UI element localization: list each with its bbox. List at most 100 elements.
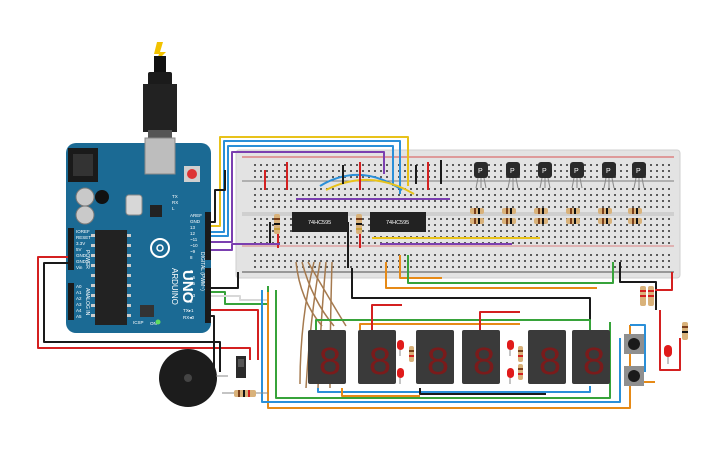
pin-label-top-1: GND — [190, 219, 201, 224]
resistor-icon[interactable] — [682, 322, 688, 340]
wire-black-top[interactable] — [211, 170, 226, 223]
push-button-icon[interactable] — [624, 366, 644, 386]
display-2[interactable]: 8 — [358, 330, 396, 387]
resistor-pair-2[interactable] — [502, 208, 516, 224]
pin-label-power-6: Vin — [76, 265, 83, 270]
display-4[interactable]: 8 — [462, 330, 500, 387]
wire-black-bottom[interactable] — [419, 388, 546, 395]
wire-red-switch[interactable] — [211, 309, 259, 360]
display-4-digit: 8 — [472, 342, 496, 387]
display-6-digit: 8 — [582, 342, 606, 387]
transistor-5[interactable]: P — [602, 162, 616, 189]
wire-yellow-arc[interactable] — [325, 179, 415, 195]
resistor-pair-5[interactable] — [598, 208, 612, 224]
transistors[interactable]: P P P P P P — [474, 162, 646, 189]
wire-purple-pin[interactable] — [211, 243, 280, 251]
seven-segment-displays[interactable]: 8 8 8 8 8 8 — [308, 330, 610, 387]
led-icon[interactable] — [664, 345, 672, 364]
resistor-icon[interactable] — [409, 346, 414, 362]
reset-button[interactable] — [187, 169, 197, 179]
icsp-label: ICSP — [133, 320, 144, 325]
transistor-1[interactable]: P — [474, 162, 488, 189]
resistor-pair-1[interactable] — [470, 208, 484, 224]
arduino-uno-board[interactable]: ARDUINO UNO DIGITAL (PWM~) ANALOG IN POW… — [66, 137, 211, 333]
wire-green-1[interactable] — [407, 255, 614, 284]
led-icon[interactable] — [507, 368, 514, 384]
digital-label: DIGITAL (PWM~) — [199, 252, 205, 291]
usb-cable-icon[interactable] — [143, 42, 177, 160]
wires[interactable] — [37, 136, 681, 409]
wire-black-4[interactable] — [619, 262, 657, 310]
wire-red-btn[interactable] — [659, 310, 681, 371]
resistor-icon[interactable] — [640, 286, 654, 306]
transistor-1-label: P — [478, 168, 483, 175]
header-digital-top[interactable] — [205, 212, 211, 260]
transistor-3[interactable]: P — [538, 162, 552, 189]
wire-blue-bottom[interactable] — [317, 386, 591, 393]
wire-orange-2[interactable] — [385, 262, 597, 289]
resistor-pair-3[interactable] — [534, 208, 548, 224]
wire-blue-loop[interactable] — [261, 290, 621, 403]
header-digital-mid[interactable] — [205, 268, 211, 323]
pin-label-power-3: 5V — [76, 247, 82, 252]
wire-red-rail[interactable] — [655, 272, 673, 291]
transistor-6[interactable]: P — [632, 162, 646, 189]
transistor-6-label: P — [636, 168, 641, 175]
wire-orange-bottom[interactable] — [341, 388, 420, 397]
wire-blue-btn[interactable] — [630, 324, 646, 372]
header-analog[interactable] — [68, 283, 74, 320]
pin-label-top-3: 12 — [190, 231, 196, 236]
display-6[interactable]: 8 — [572, 330, 610, 387]
led-icon[interactable] — [507, 340, 514, 356]
wire-black-3[interactable] — [351, 268, 591, 330]
wire-purple-top[interactable] — [211, 151, 385, 243]
wire-brown-4[interactable] — [299, 261, 315, 385]
pin-label-mid-1: ~6 — [190, 275, 196, 280]
wire-blue[interactable] — [211, 140, 401, 233]
pin-label-mid-4: ~3 — [190, 293, 196, 298]
wire-black-pin[interactable] — [211, 272, 239, 289]
shift-register-2[interactable]: 74HC595 — [370, 212, 426, 232]
display-5[interactable]: 8 — [528, 330, 566, 387]
wire-black-switch[interactable] — [211, 315, 215, 380]
wire-yellow[interactable] — [211, 136, 409, 227]
wire-blue-2[interactable] — [211, 145, 394, 237]
pin-label-mid-3: 4 — [190, 287, 193, 292]
wire-black-gnd[interactable] — [43, 262, 221, 372]
transistor-4[interactable]: P — [570, 162, 584, 189]
wire-red-power[interactable] — [37, 256, 251, 360]
resistor-icon[interactable] — [222, 390, 268, 397]
display-1[interactable]: 8 — [308, 330, 346, 387]
display-3-digit: 8 — [426, 342, 450, 387]
wire-red-top[interactable] — [371, 304, 402, 330]
wire-orange-1[interactable] — [399, 255, 442, 279]
leds[interactable] — [397, 322, 688, 384]
resistor-pair-6[interactable] — [628, 208, 642, 224]
pin-label-top-0: AREF — [190, 213, 202, 218]
wire-brown-5[interactable] — [305, 261, 321, 389]
resistor-icon[interactable] — [356, 214, 362, 234]
pin-label-mid-6: TX▸1 — [183, 308, 194, 313]
wire-white-pin[interactable] — [211, 295, 268, 301]
shift-register-1[interactable]: 74HC595 — [292, 212, 348, 232]
display-3[interactable]: 8 — [416, 330, 454, 387]
wire-brown-1[interactable] — [295, 261, 323, 327]
wire-red-top-2[interactable] — [479, 311, 520, 330]
push-button-icon[interactable] — [624, 334, 644, 354]
resistor-pair-4[interactable] — [566, 208, 580, 224]
pin-label-analog-0: A0 — [76, 284, 82, 289]
resistor-icon[interactable] — [274, 214, 280, 234]
header-power[interactable] — [68, 228, 74, 270]
led-icon[interactable] — [397, 368, 404, 384]
transistor-2[interactable]: P — [506, 162, 520, 189]
resistor-icon[interactable] — [518, 346, 523, 362]
wire-green-top[interactable] — [315, 319, 591, 330]
slide-switch-icon[interactable] — [236, 356, 246, 378]
led-icon[interactable] — [397, 340, 404, 356]
buzzer-icon[interactable] — [159, 349, 228, 407]
breadboard-resistors[interactable] — [274, 208, 654, 306]
resistor-icon[interactable] — [518, 364, 523, 380]
wire-orange-top[interactable] — [359, 323, 520, 330]
pin-label-analog-3: A3 — [76, 302, 82, 307]
